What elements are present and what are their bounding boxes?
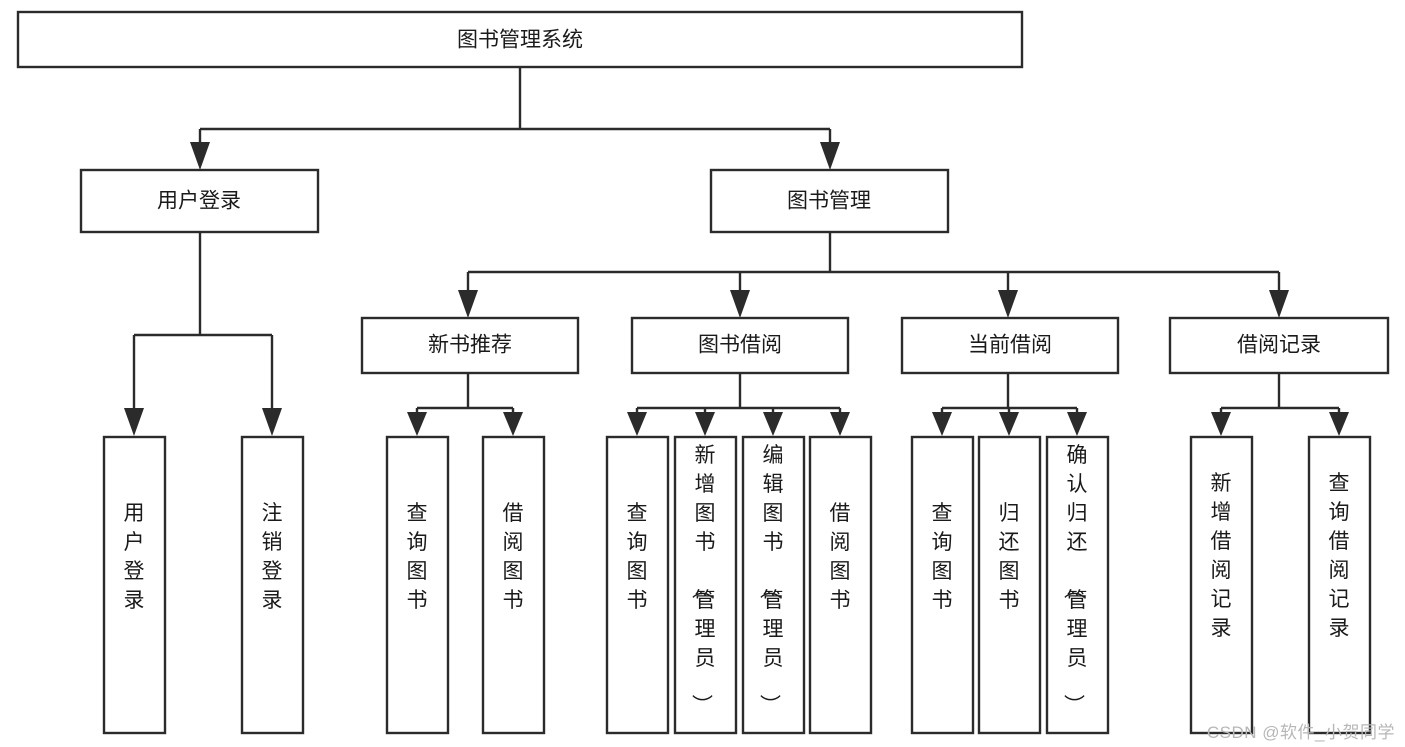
leaf-book-borrow-4-label: 借阅图书: [830, 502, 851, 612]
leaf-current-borrow-3-box[interactable]: [1045, 435, 1110, 735]
arrow-head-bookborrow-leaf1: [627, 412, 647, 436]
arrow-head-new-book: [458, 290, 478, 318]
node-root[interactable]: 图书管理系统: [16, 10, 1024, 69]
arrow-head-userlogin-leaf2: [262, 408, 282, 436]
leaf-borrow-record-2-box[interactable]: [1307, 435, 1372, 735]
leaf-book-borrow-1[interactable]: 查询图书: [605, 435, 670, 735]
leaf-book-borrow-2-box[interactable]: [673, 435, 738, 735]
arrow-head-book-mgmt: [820, 142, 840, 170]
arrow-head-currentborrow-leaf1: [932, 412, 952, 436]
arrow-head-current-borrow: [998, 290, 1018, 318]
node-new-book-recommend[interactable]: 新书推荐: [360, 316, 580, 375]
arrow-head-bookborrow-leaf3: [763, 412, 783, 436]
node-borrow-record-label: 借阅记录: [1237, 334, 1321, 357]
arrow-head-newbook-leaf2: [503, 412, 523, 436]
leaf-borrow-record-2-label: 查询借阅记录: [1329, 472, 1350, 640]
leaf-new-book-1[interactable]: 查询图书: [385, 435, 450, 735]
arrow-head-currentborrow-leaf2: [999, 412, 1019, 436]
leaf-new-book-1-box[interactable]: [385, 435, 450, 735]
arrow-head-newbook-leaf1: [407, 412, 427, 436]
node-new-book-recommend-box[interactable]: [360, 316, 580, 375]
node-root-label: 图书管理系统: [457, 29, 583, 52]
leaf-borrow-record-1-box[interactable]: [1189, 435, 1254, 735]
leaf-borrow-record-2[interactable]: 查询借阅记录: [1307, 435, 1372, 735]
leaf-current-borrow-2-box[interactable]: [977, 435, 1042, 735]
leaf-user-login-2-label: 注销登录: [262, 502, 283, 612]
leaf-user-login-1[interactable]: 用户登录: [102, 435, 167, 735]
node-user-login-label: 用户登录: [157, 190, 241, 213]
arrow-head-book-borrow: [730, 290, 750, 318]
node-borrow-record-box[interactable]: [1168, 316, 1390, 375]
leaf-current-borrow-1-box[interactable]: [910, 435, 975, 735]
node-new-book-recommend-label: 新书推荐: [428, 334, 512, 357]
arrow-head-userlogin-leaf1: [124, 408, 144, 436]
edges-layer: [124, 67, 1349, 436]
node-current-borrow[interactable]: 当前借阅: [900, 316, 1120, 375]
leaf-current-borrow-3[interactable]: 确认归还（管理员）: [1045, 435, 1110, 735]
node-root-box[interactable]: [16, 10, 1024, 69]
leaf-user-login-2-box[interactable]: [240, 435, 305, 735]
leaf-current-borrow-2[interactable]: 归还图书: [977, 435, 1042, 735]
leaf-new-book-1-label: 查询图书: [407, 502, 428, 612]
node-book-management-label: 图书管理: [787, 190, 871, 213]
leaf-new-book-2-box[interactable]: [481, 435, 546, 735]
leaf-new-book-2-label: 借阅图书: [503, 502, 524, 612]
leaf-book-borrow-1-box[interactable]: [605, 435, 670, 735]
leaf-current-borrow-1-label: 查询图书: [932, 502, 953, 612]
node-user-login[interactable]: 用户登录: [79, 168, 320, 234]
leaf-book-borrow-4-box[interactable]: [808, 435, 873, 735]
node-book-borrow-label: 图书借阅: [698, 334, 782, 357]
node-book-management-box[interactable]: [709, 168, 950, 234]
leaf-book-borrow-2-label: 新增图书（管理员）: [690, 444, 716, 715]
leaf-book-borrow-3-box[interactable]: [741, 435, 806, 735]
arrow-head-borrowrecord-leaf1: [1211, 412, 1231, 436]
arrow-head-user-login: [190, 142, 210, 170]
node-current-borrow-label: 当前借阅: [968, 334, 1052, 357]
arrow-head-bookborrow-leaf4: [830, 412, 850, 436]
node-borrow-record[interactable]: 借阅记录: [1168, 316, 1390, 375]
leaf-current-borrow-3-label: 确认归还（管理员）: [1062, 444, 1088, 715]
node-book-management[interactable]: 图书管理: [709, 168, 950, 234]
leaf-book-borrow-4[interactable]: 借阅图书: [808, 435, 873, 735]
leaf-borrow-record-1[interactable]: 新增借阅记录: [1189, 435, 1254, 735]
arrow-head-currentborrow-leaf3: [1067, 412, 1087, 436]
leaf-book-borrow-3[interactable]: 编辑图书（管理员）: [741, 435, 806, 735]
leaf-borrow-record-1-label: 新增借阅记录: [1211, 472, 1232, 640]
leaf-current-borrow-2-label: 归还图书: [999, 502, 1020, 612]
leaf-user-login-1-box[interactable]: [102, 435, 167, 735]
leaf-user-login-1-label: 用户登录: [124, 502, 145, 612]
leaf-current-borrow-1[interactable]: 查询图书: [910, 435, 975, 735]
leaf-new-book-2[interactable]: 借阅图书: [481, 435, 546, 735]
arrow-head-bookborrow-leaf2: [695, 412, 715, 436]
node-current-borrow-box[interactable]: [900, 316, 1120, 375]
node-book-borrow-box[interactable]: [630, 316, 850, 375]
node-book-borrow[interactable]: 图书借阅: [630, 316, 850, 375]
leaf-book-borrow-3-label: 编辑图书（管理员）: [758, 444, 784, 715]
arrow-head-borrowrecord-leaf2: [1329, 412, 1349, 436]
leaf-user-login-2[interactable]: 注销登录: [240, 435, 305, 735]
leaf-book-borrow-2[interactable]: 新增图书（管理员）: [673, 435, 738, 735]
arrow-head-borrow-record: [1269, 290, 1289, 318]
node-user-login-box[interactable]: [79, 168, 320, 234]
leaf-book-borrow-1-label: 查询图书: [627, 502, 648, 612]
